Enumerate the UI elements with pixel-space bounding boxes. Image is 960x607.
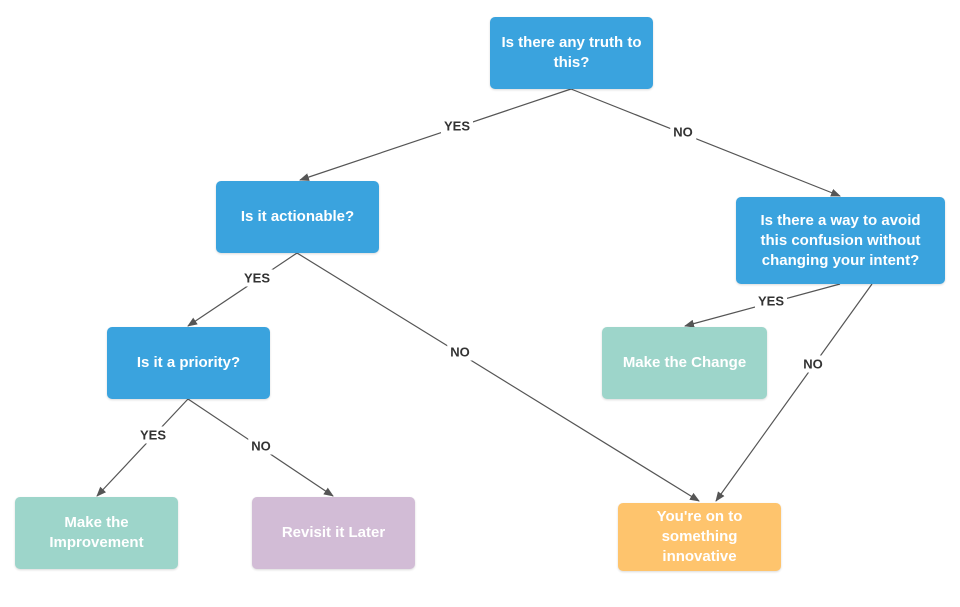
edge-label-priority-no: NO: [248, 437, 274, 455]
node-make-improvement: Make the Improvement: [15, 497, 178, 569]
node-innovative: You're on to something innovative: [618, 503, 781, 571]
node-truth: Is there any truth to this?: [490, 17, 653, 89]
node-priority: Is it a priority?: [107, 327, 270, 399]
edge-label-priority-yes: YES: [136, 426, 170, 444]
edge-truth-to-actionable: [299, 88, 572, 181]
node-avoid-confusion: Is there a way to avoid this confusion w…: [736, 197, 945, 284]
edge-truth-to-avoid: [570, 88, 841, 197]
edge-avoid-to-innovative: [715, 283, 873, 502]
edge-label-avoid-no: NO: [800, 355, 826, 373]
node-actionable: Is it actionable?: [216, 181, 379, 253]
edge-label-actionable-no: NO: [447, 343, 473, 361]
edge-actionable-to-innovative: [296, 252, 700, 502]
edge-actionable-to-priority: [187, 252, 298, 327]
edge-label-avoid-yes: YES: [754, 292, 788, 310]
edge-label-actionable-yes: YES: [240, 269, 274, 287]
edge-label-truth-no: NO: [670, 123, 696, 141]
edge-priority-to-improvement: [96, 398, 189, 497]
edge-label-truth-yes: YES: [440, 117, 474, 135]
node-revisit-later: Revisit it Later: [252, 497, 415, 569]
node-make-change: Make the Change: [602, 327, 767, 399]
